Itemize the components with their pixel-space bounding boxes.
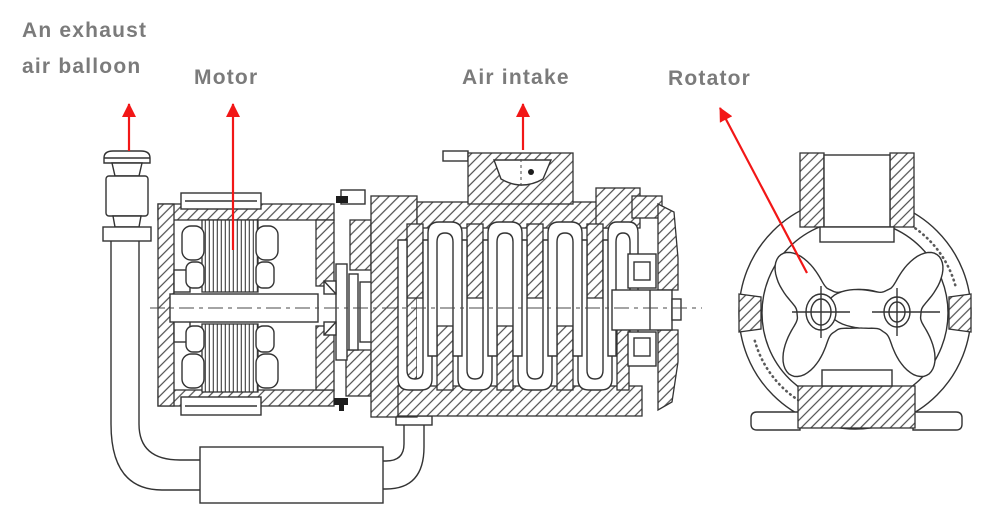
pump-bottom-wall (397, 385, 643, 417)
base-block (797, 385, 916, 429)
arrow-rotator (719, 107, 808, 274)
end-winding-ll (181, 353, 205, 389)
ring-wedge-right (948, 293, 972, 333)
web-bottom-4 (616, 325, 630, 391)
callout-arrows (122, 103, 808, 274)
web-top-2 (466, 223, 484, 299)
right-bearing-lower-inner (633, 337, 651, 357)
end-winding-ul (181, 225, 205, 261)
outlet-pipe-outer (383, 425, 425, 490)
port-collar (819, 226, 895, 243)
exhaust-elbow-inner (138, 423, 200, 461)
shaft-end-block (611, 289, 673, 331)
label-exhaust-air-balloon: An exhaust air balloon (22, 13, 147, 85)
exhaust-balloon-assembly (102, 150, 200, 491)
label-motor: Motor (194, 66, 259, 89)
web-bottom-1 (436, 325, 454, 391)
stator-winding-upper (201, 219, 259, 293)
pump-right-wall-lower (657, 329, 679, 412)
shaft-stub (671, 298, 682, 321)
outlet-pipe-inner (383, 425, 405, 462)
pump-right-end (611, 202, 682, 412)
end-winding-ur (255, 225, 279, 261)
intake-funnel (492, 159, 553, 186)
label-exhaust-line2: air balloon (22, 55, 142, 78)
coupling-disc-2 (348, 273, 359, 351)
web-bottom-3 (556, 325, 574, 391)
stage-u-top-1 (427, 221, 463, 357)
balloon-flange (102, 226, 152, 242)
foot-right (912, 411, 963, 431)
air-intake-dome (467, 152, 574, 205)
balloon-body (105, 175, 149, 217)
end-winding-ul2 (185, 261, 205, 289)
bearing-upper-x (323, 280, 337, 295)
stage-u-top-2 (487, 221, 523, 357)
rotor-end-view (738, 150, 972, 431)
stator-winding-lower (201, 323, 259, 393)
pump-body (370, 150, 682, 418)
ring-wedge-left (738, 293, 762, 333)
base-collar (821, 369, 893, 387)
balloon-neck-upper (111, 162, 143, 177)
end-winding-ur2 (255, 261, 275, 289)
pump-top-ledge (442, 150, 469, 162)
lantern-top (349, 219, 372, 271)
foot-left (750, 411, 801, 431)
label-exhaust-line1: An exhaust (22, 19, 148, 42)
bearing-lower-x (323, 321, 337, 336)
balloon-neck-lower (112, 215, 142, 228)
lantern-bottom (345, 349, 372, 397)
stage-channels (397, 221, 639, 391)
coupling-disc-1 (335, 263, 348, 361)
coupling-section (323, 189, 373, 411)
web-bottom-2 (496, 325, 514, 391)
ring-stipple-upper-right (905, 221, 957, 288)
outlet-pipe (383, 415, 433, 490)
right-bearing-upper-inner (633, 261, 651, 281)
port-wall-right (889, 152, 915, 228)
label-rotator: Rotator (668, 67, 752, 90)
motor-partition-upper (315, 219, 335, 287)
balloon-cap (103, 150, 151, 164)
end-winding-lr (255, 353, 279, 389)
ring-stipple-lower-left (753, 338, 805, 405)
coupling-hub (359, 281, 373, 343)
port-wall-left (799, 152, 825, 228)
web-top-1 (406, 223, 424, 299)
pump-right-wall-upper (657, 202, 679, 291)
bolt-top (336, 196, 348, 203)
silencer-box (199, 446, 384, 504)
bolt-bottom-stem (339, 405, 344, 411)
exhaust-elbow-outer (110, 423, 200, 491)
intake-dot (528, 169, 534, 175)
port-opening (823, 154, 891, 228)
bolt-bottom (334, 398, 348, 405)
end-winding-ll2 (185, 325, 205, 353)
web-top-3 (526, 223, 544, 299)
motor-housing (157, 192, 335, 416)
end-winding-lr2 (255, 325, 275, 353)
stage-u-top-3 (547, 221, 583, 357)
stator-webs (406, 223, 630, 391)
label-air-intake: Air intake (462, 66, 570, 89)
web-top-4 (586, 223, 604, 299)
